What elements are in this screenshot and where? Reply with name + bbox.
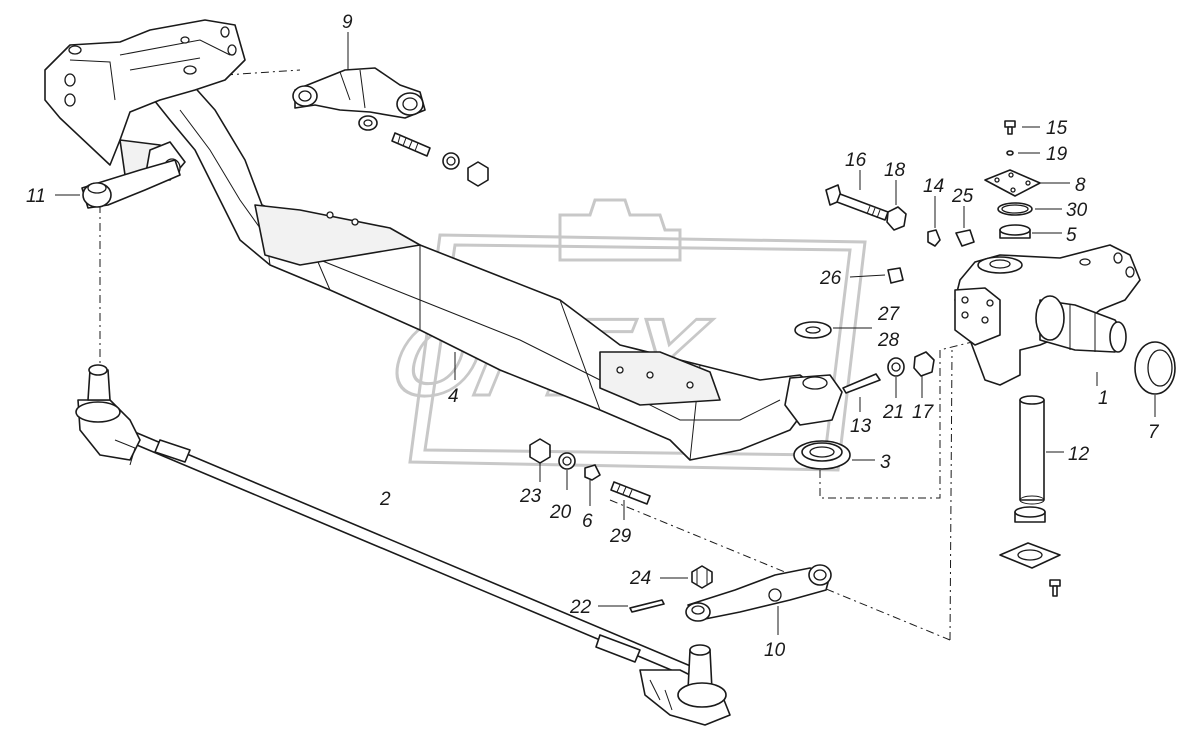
callout-30: 30 bbox=[1066, 200, 1088, 221]
cotter-pin[interactable] bbox=[629, 599, 665, 613]
seal-7[interactable] bbox=[1134, 341, 1176, 395]
wedge-pin-13[interactable] bbox=[842, 373, 881, 394]
callout-5: 5 bbox=[1066, 225, 1077, 246]
steering-knuckle[interactable] bbox=[954, 244, 1141, 386]
lower-cover[interactable] bbox=[999, 542, 1061, 569]
callout-25: 25 bbox=[951, 186, 974, 207]
washer-21[interactable] bbox=[887, 357, 905, 377]
cover-8[interactable] bbox=[984, 169, 1041, 197]
castle-nut[interactable] bbox=[691, 565, 713, 589]
callout-26: 26 bbox=[819, 268, 842, 289]
callout-14: 14 bbox=[923, 176, 944, 197]
callout-10: 10 bbox=[764, 640, 786, 661]
callout-29: 29 bbox=[609, 526, 632, 547]
callout-18: 18 bbox=[884, 160, 906, 181]
leader-lines bbox=[55, 32, 1156, 635]
callout-15: 15 bbox=[1046, 118, 1068, 139]
watermark-gear bbox=[558, 198, 682, 262]
callout-9: 9 bbox=[342, 12, 353, 33]
callout-28: 28 bbox=[877, 330, 900, 351]
callout-27: 27 bbox=[877, 304, 901, 325]
plug-26[interactable] bbox=[887, 267, 904, 284]
callout-3: 3 bbox=[880, 452, 891, 473]
bolt-15[interactable] bbox=[1004, 120, 1016, 135]
thrust-bearing-3[interactable] bbox=[793, 440, 851, 470]
callout-6: 6 bbox=[582, 511, 593, 532]
callout-12: 12 bbox=[1068, 444, 1090, 465]
callout-2: 2 bbox=[379, 489, 391, 510]
upper-steering-arm[interactable] bbox=[292, 67, 426, 119]
tie-rod[interactable] bbox=[75, 364, 731, 726]
grease-fitting-14[interactable] bbox=[927, 229, 941, 247]
callout-17: 17 bbox=[912, 402, 935, 423]
callout-1: 1 bbox=[1098, 388, 1109, 409]
callout-16: 16 bbox=[845, 150, 867, 171]
callout-7: 7 bbox=[1148, 422, 1160, 443]
callout-13: 13 bbox=[850, 416, 872, 437]
left-steering-arm[interactable] bbox=[81, 159, 181, 209]
upper-arm-fasteners[interactable] bbox=[358, 115, 489, 187]
callout-22: 22 bbox=[569, 597, 592, 618]
callout-19: 19 bbox=[1046, 144, 1068, 165]
callout-24: 24 bbox=[629, 568, 651, 589]
nut-18[interactable] bbox=[886, 206, 907, 231]
callout-8: 8 bbox=[1075, 175, 1086, 196]
lower-steering-arm[interactable] bbox=[685, 564, 832, 622]
assembly-lines bbox=[99, 69, 981, 641]
o-ring-30[interactable] bbox=[997, 202, 1033, 216]
callout-11: 11 bbox=[26, 186, 46, 207]
bushing-5[interactable] bbox=[999, 224, 1031, 239]
callout-21: 21 bbox=[882, 402, 904, 423]
lower-bushing[interactable] bbox=[1014, 506, 1046, 523]
axle-beam[interactable] bbox=[149, 81, 843, 461]
king-pin-12[interactable] bbox=[1019, 395, 1045, 505]
callout-labels: 1 2 3 4 5 6 7 8 9 10 11 12 13 14 15 16 1… bbox=[26, 12, 1160, 661]
shim-27-28[interactable] bbox=[794, 321, 832, 339]
washer-19[interactable] bbox=[1006, 150, 1014, 156]
callout-4: 4 bbox=[448, 386, 459, 407]
lower-bolt[interactable] bbox=[1049, 579, 1061, 597]
callout-23: 23 bbox=[519, 486, 542, 507]
plug-25[interactable] bbox=[955, 229, 975, 247]
callout-20: 20 bbox=[549, 502, 572, 523]
bolt-16[interactable] bbox=[825, 184, 889, 221]
nut-17[interactable] bbox=[913, 351, 935, 377]
lower-fasteners[interactable] bbox=[529, 438, 651, 505]
